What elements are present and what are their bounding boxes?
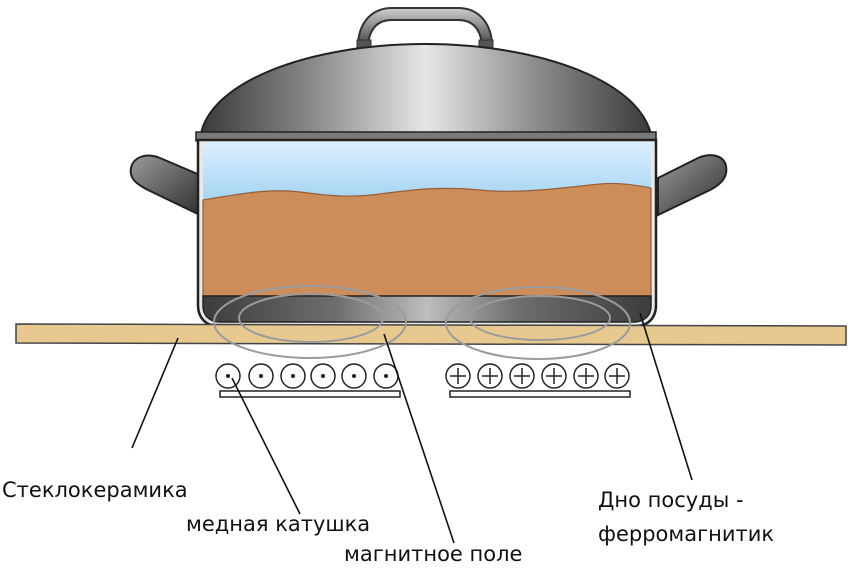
- right-pot-handle: [657, 154, 728, 217]
- label-cookware-bottom-line2: ферромагнитик: [598, 522, 775, 546]
- lid-knob-handle: [356, 7, 494, 46]
- magnetic-field-ring-left-inner: [238, 293, 384, 343]
- coil-base-right: [449, 390, 631, 398]
- copper-coil-left: [215, 363, 399, 389]
- leader-line-glass-ceramic: [131, 337, 179, 449]
- label-cookware-bottom-line1: Дно посуды -: [598, 488, 744, 512]
- label-glass-ceramic: Стеклокерамика: [2, 478, 188, 502]
- leader-line-magnetic-field: [383, 333, 455, 544]
- pot-bottom: [202, 295, 652, 323]
- pot-lid: [198, 42, 654, 141]
- coil-base-left: [219, 390, 401, 398]
- label-magnetic-field: магнитное поле: [344, 542, 523, 566]
- leader-line-copper-coil: [231, 377, 301, 515]
- leader-line-cookware-bottom: [639, 312, 693, 481]
- magnetic-field-ring-right-inner: [469, 295, 611, 341]
- magnetic-field-ring-right-outer: [445, 286, 631, 360]
- glass-ceramic-cooktop: [15, 323, 847, 346]
- copper-coil-right: [445, 363, 630, 389]
- label-copper-coil: медная катушка: [186, 512, 371, 536]
- left-pot-handle: [129, 154, 201, 217]
- food-layer: [202, 182, 652, 297]
- magnetic-field-ring-left-outer: [213, 285, 407, 359]
